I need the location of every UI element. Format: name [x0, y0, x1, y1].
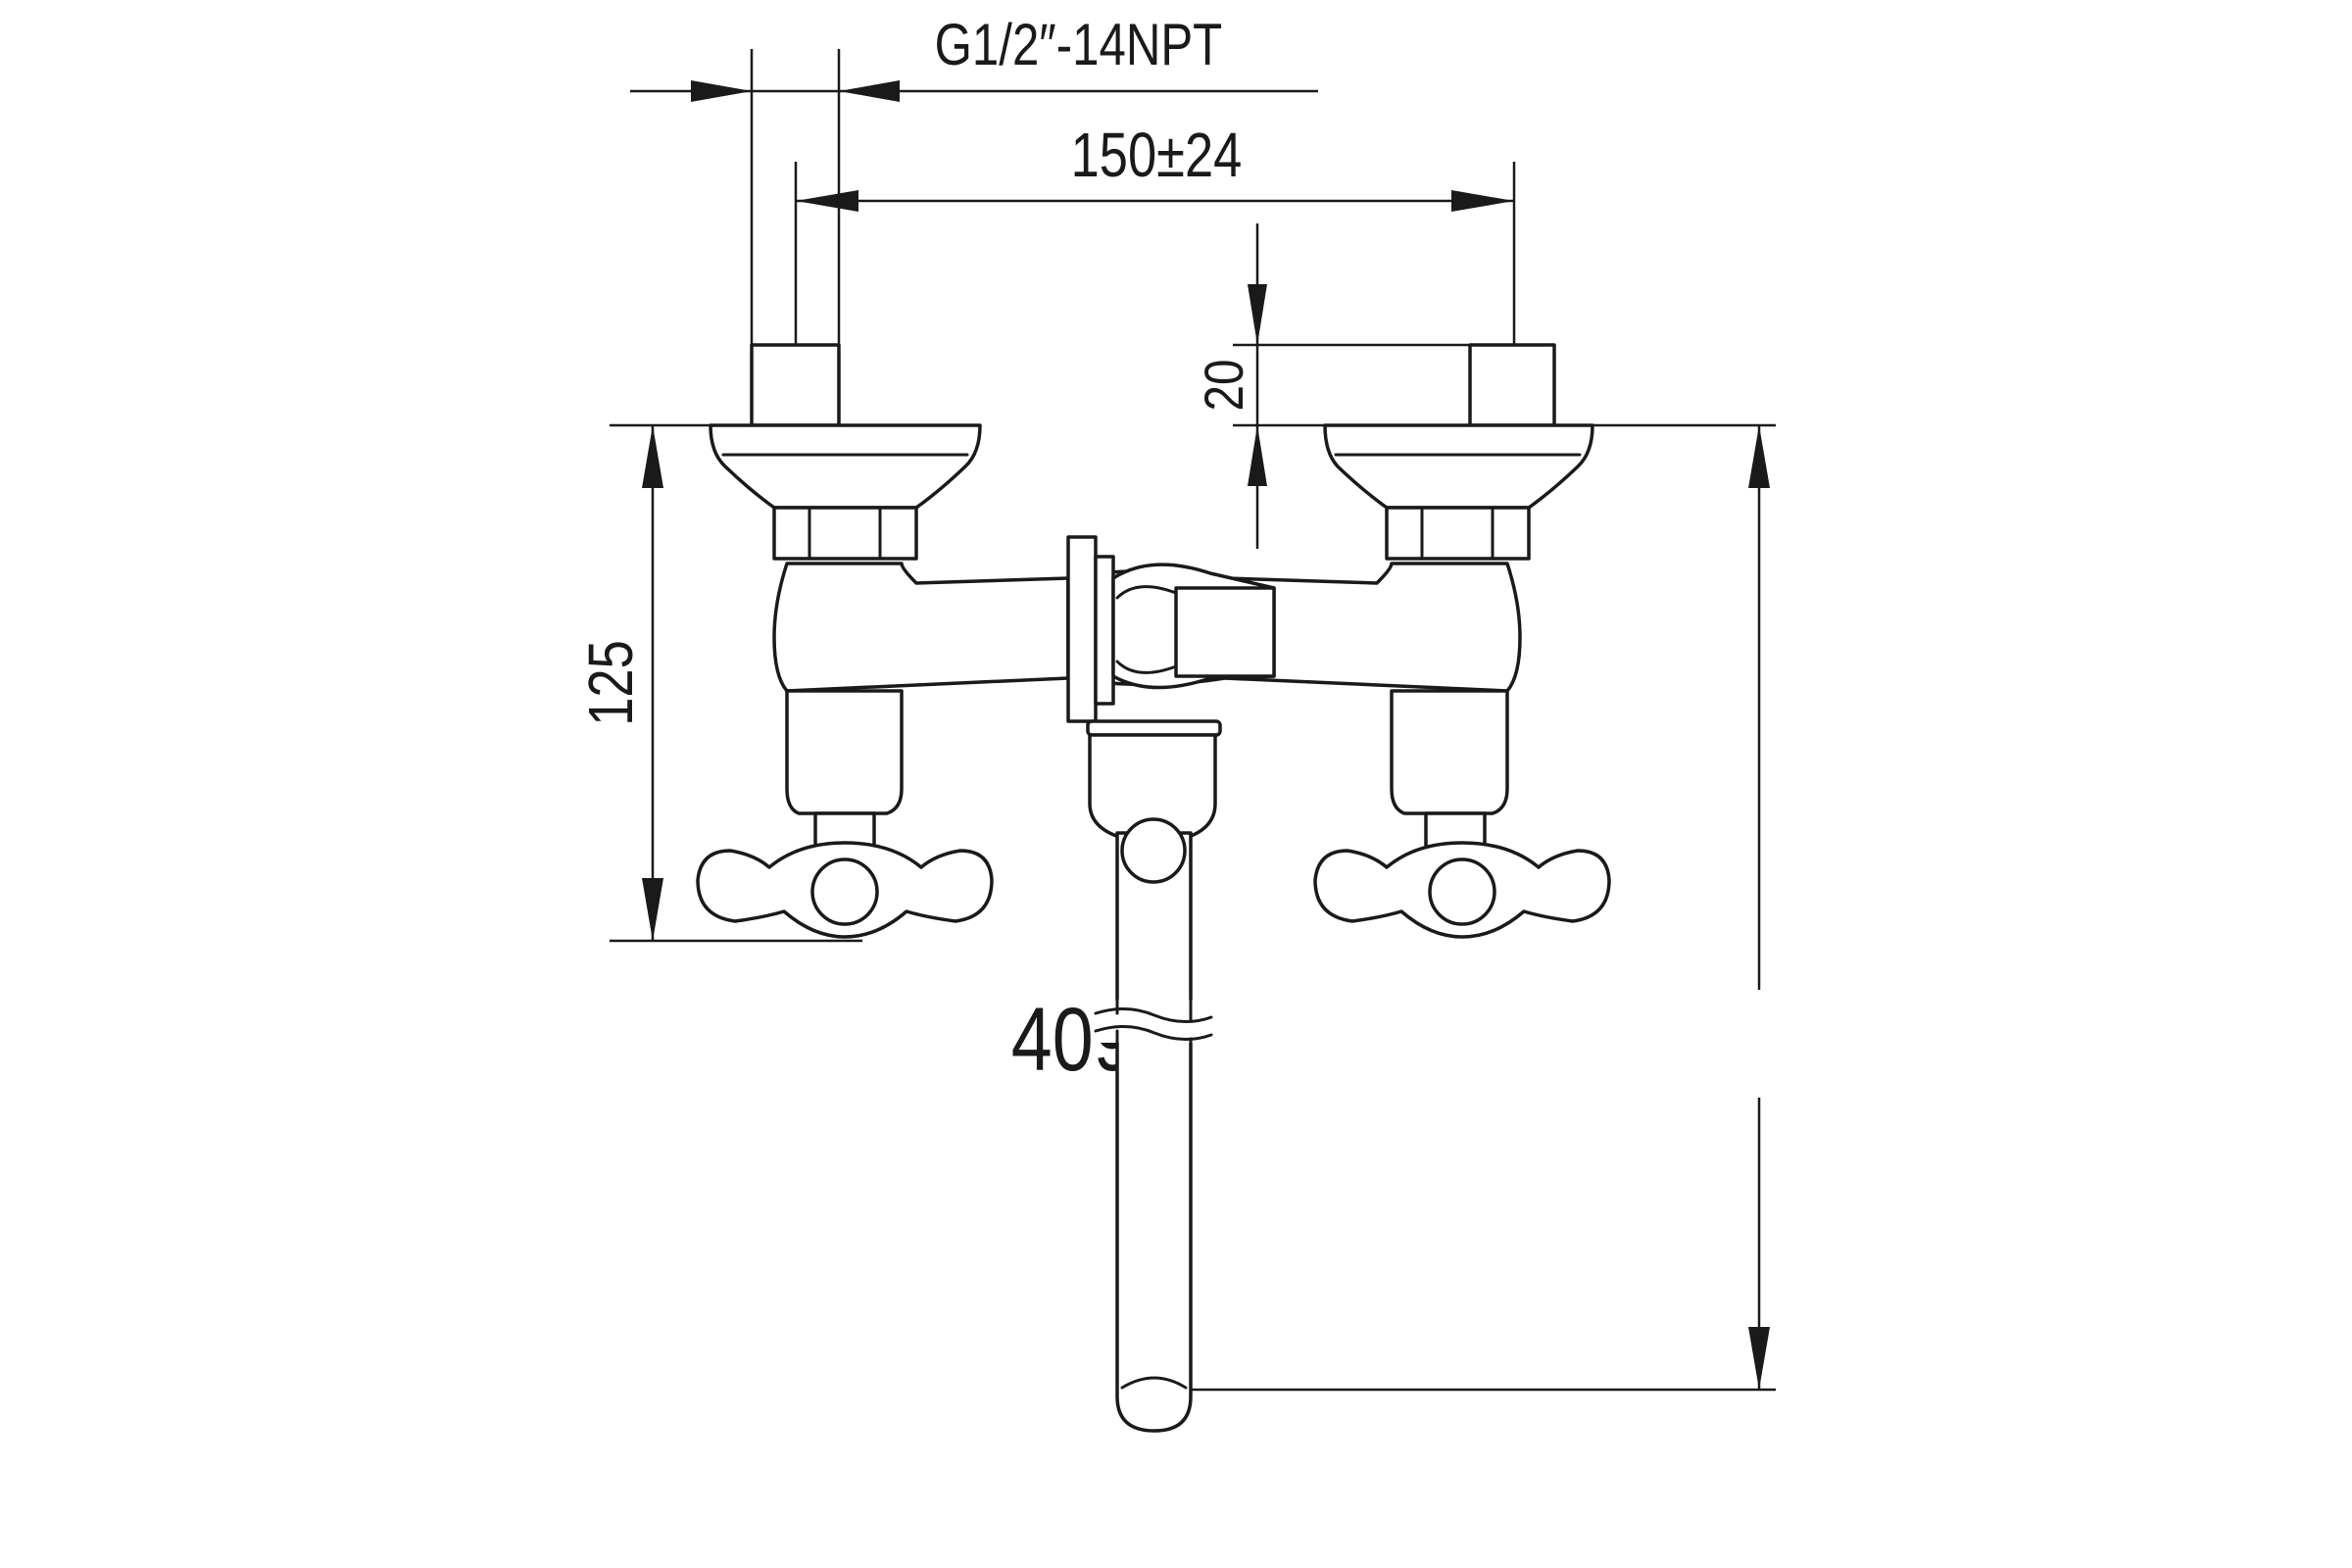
- left-valve: [785, 689, 904, 849]
- center-distance-dimension: 150±24: [794, 121, 1516, 470]
- center-distance-label: 150±24: [1071, 121, 1243, 190]
- total-depth-dimension: 409: [1011, 425, 1776, 1392]
- handle-depth-label: 125: [576, 640, 646, 726]
- thread-dimension: G1/2″-14NPT: [630, 11, 1318, 431]
- left-wall-flange: [709, 423, 982, 561]
- right-cross-handle-icon[interactable]: [1313, 841, 1611, 939]
- right-valve: [1390, 689, 1509, 849]
- left-cross-handle-icon[interactable]: [696, 841, 994, 939]
- spout: [1088, 733, 1217, 1433]
- inlet-height-label: 20: [1194, 360, 1254, 412]
- left-inlet-stub: [750, 343, 841, 427]
- inlet-height-dimension: 20: [1194, 223, 1776, 549]
- right-wall-flange: [1323, 423, 1594, 561]
- right-inlet-stub: [1468, 343, 1556, 427]
- handle-depth-dimension: 125: [576, 423, 862, 943]
- thread-label: G1/2″-14NPT: [935, 11, 1223, 77]
- diverter-block: [1066, 535, 1276, 737]
